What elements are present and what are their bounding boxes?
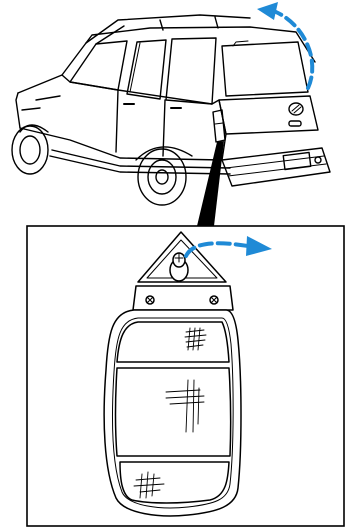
lamp-housing [104,310,241,516]
side-window-rear [166,38,216,104]
side-window-front [70,41,127,90]
side-window-middle [127,40,166,99]
front-door-line [116,90,118,152]
hitch [315,157,321,163]
roof-rack [86,15,250,44]
body-cladding [50,150,230,174]
callout-pointer-icon [197,141,224,226]
roof-outline [62,27,315,75]
vehicle-illustration [12,15,330,205]
liftgate-emblem [289,103,303,115]
vehicle-tail-lamp [213,110,225,142]
rear-wheel [136,147,192,205]
liftgate-handle [289,121,301,126]
liftgate [219,96,318,134]
license-plate [283,152,311,169]
front-wheel [12,125,48,174]
rear-window [222,42,308,96]
body-side [18,75,226,160]
